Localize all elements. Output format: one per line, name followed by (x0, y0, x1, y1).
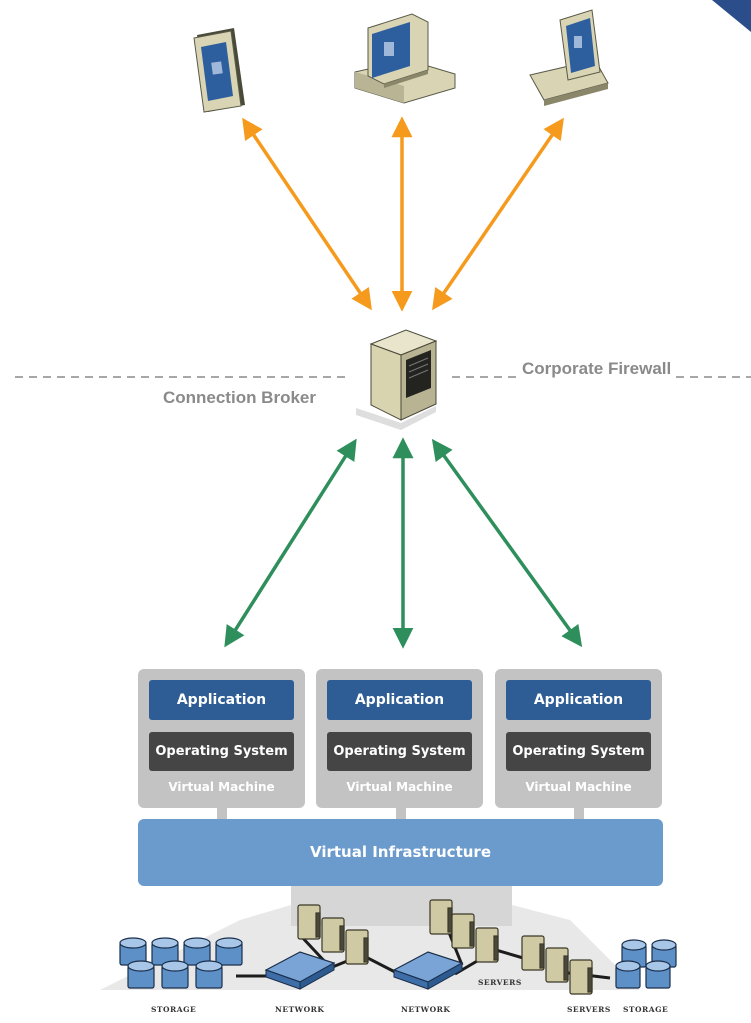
virtual-machine-label: Virtual Machine (525, 780, 632, 794)
storage-disk-icon (119, 937, 243, 989)
server-tower-icon (356, 329, 438, 430)
vm-connector (217, 808, 227, 820)
network-switch-icon (264, 951, 336, 990)
vm-connector (574, 808, 584, 820)
network-label-left: NETWORK (275, 1005, 325, 1014)
virtual-machine-label: Virtual Machine (168, 780, 275, 794)
corner-decoration (712, 0, 751, 32)
server-stack-icon (429, 899, 499, 963)
monitor-icon (193, 28, 245, 113)
operating-system-box: Operating System (327, 732, 472, 771)
arrow-broker-to-vm1 (224, 438, 357, 648)
server-stack-icon (297, 904, 369, 965)
desktop-computer-icon (354, 13, 456, 104)
storage-label-left: STORAGE (151, 1005, 197, 1014)
connection-broker-label: Connection Broker (162, 388, 316, 407)
virtual-machine-3: Application Operating System Virtual Mac… (495, 669, 662, 808)
vm-connector (396, 808, 406, 820)
laptop-icon (529, 9, 609, 106)
operating-system-box: Operating System (506, 732, 651, 771)
application-box: Application (506, 680, 651, 720)
virtual-machine-label: Virtual Machine (346, 780, 453, 794)
network-switch-icon (392, 951, 464, 990)
servers-label-mid: SERVERS (478, 978, 522, 987)
arrow-broker-to-vm3 (431, 438, 583, 648)
virtual-machine-1: Application Operating System Virtual Mac… (138, 669, 305, 808)
arrow-monitor-to-broker (242, 117, 372, 311)
storage-disk-icon (615, 939, 677, 989)
virtual-infrastructure-bar: Virtual Infrastructure (138, 819, 663, 886)
application-box: Application (149, 680, 294, 720)
virtual-machine-2: Application Operating System Virtual Mac… (316, 669, 483, 808)
network-label-right: NETWORK (401, 1005, 451, 1014)
arrow-laptop-to-broker (432, 117, 564, 311)
servers-label-right: SERVERS (567, 1005, 611, 1014)
storage-label-right: STORAGE (623, 1005, 669, 1014)
server-stack-icon (521, 935, 593, 995)
application-box: Application (327, 680, 472, 720)
operating-system-box: Operating System (149, 732, 294, 771)
corporate-firewall-label: Corporate Firewall (519, 359, 675, 379)
